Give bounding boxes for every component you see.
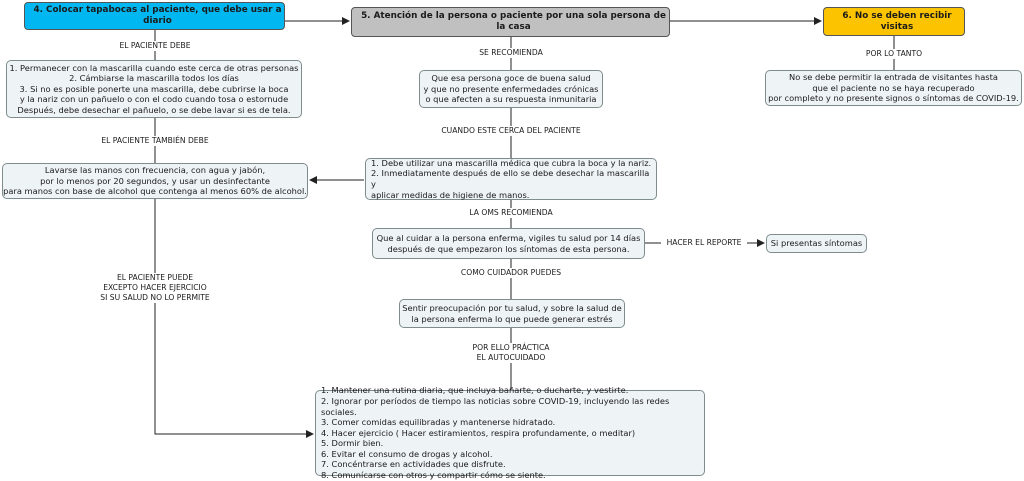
label-por-lo-tanto: POR LO TANTO	[858, 49, 930, 59]
node-atencion-header[interactable]: 5. Atención de la persona o paciente por…	[351, 7, 670, 37]
node-si-presentas-sintomas[interactable]: Si presentas síntomas	[766, 234, 867, 253]
label-el-paciente-puede: EL PACIENTE PUEDE EXCEPTO HACER EJERCICI…	[88, 273, 222, 303]
label-el-paciente-tambien-debe: EL PACIENTE TAMBIÉN DEBE	[86, 136, 224, 146]
node-mascarilla-medica[interactable]: 1. Debe utilizar una mascarilla médica q…	[365, 158, 657, 200]
label-por-ello-practica: POR ELLO PRÁCTICA EL AUTOCUIDADO	[463, 343, 559, 363]
node-autocuidado-lista[interactable]: 1. Mantener una rutina diaria, que inclu…	[315, 385, 705, 480]
label-hacer-el-reporte: HACER EL REPORTE	[661, 238, 747, 248]
node-permanecer-mascarilla[interactable]: 1. Permanecer con la mascarilla cuando e…	[6, 60, 302, 118]
node-lavarse-manos[interactable]: Lavarse las manos con frecuencia, con ag…	[2, 163, 308, 199]
label-se-recomienda: SE RECOMIENDA	[471, 48, 551, 58]
link-lavarse-to-autocuidado	[154, 199, 314, 438]
label-el-paciente-debe: EL PACIENTE DEBE	[108, 41, 202, 51]
label-cuando-este-cerca: CUANDO ESTE CERCA DEL PACIENTE	[430, 126, 592, 136]
node-buena-salud[interactable]: Que esa persona goce de buena salud y qu…	[419, 70, 603, 108]
label-como-cuidador-puedes: COMO CUIDADOR PUEDES	[452, 268, 570, 278]
node-visitas-header[interactable]: 6. No se deben recibir visitas	[823, 7, 965, 36]
node-sentir-preocupacion[interactable]: Sentir preocupación por tu salud, y sobr…	[399, 299, 625, 328]
node-no-visitas[interactable]: No se debe permitir la entrada de visita…	[765, 70, 1022, 106]
node-vigiles-salud[interactable]: Que al cuidar a la persona enferma, vigi…	[372, 228, 645, 259]
label-la-oms-recomienda: LA OMS RECOMIENDA	[462, 208, 560, 218]
node-tapabocas-header[interactable]: 4. Colocar tapabocas al paciente, que de…	[24, 2, 285, 30]
